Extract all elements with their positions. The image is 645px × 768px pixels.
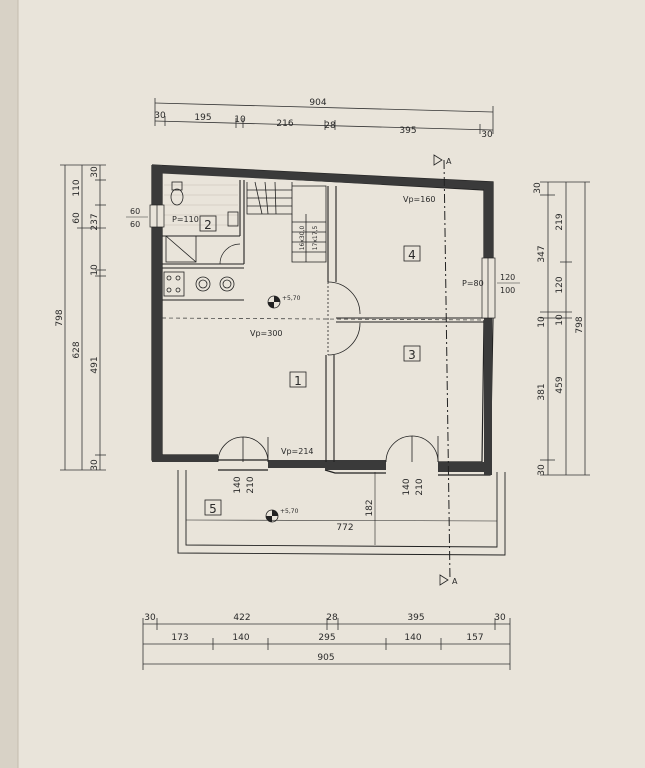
bottom-dim-140b: 140 bbox=[404, 633, 421, 643]
right-dim-10: 10 bbox=[537, 316, 547, 328]
right-dim-120: 120 bbox=[555, 276, 565, 293]
bathroom-fixtures bbox=[165, 181, 239, 263]
room-5-number: 5 bbox=[209, 502, 217, 516]
left-dim-798: 798 bbox=[55, 309, 65, 326]
bottom-dim-395: 395 bbox=[407, 613, 424, 623]
bottom-dim-295: 295 bbox=[318, 633, 335, 643]
section-line bbox=[443, 159, 451, 581]
stairs-label-1: 16x30,0 bbox=[299, 226, 306, 251]
right-dim-10b: 10 bbox=[555, 314, 565, 326]
door-1-height: 210 bbox=[246, 476, 256, 493]
bottom-dim-28: 28 bbox=[326, 613, 338, 623]
level-marker-room-1 bbox=[267, 295, 281, 309]
right-dim-459: 459 bbox=[555, 376, 565, 393]
room-4-box bbox=[403, 245, 421, 262]
wall-fills bbox=[152, 165, 493, 475]
right-window-label-top: 120 bbox=[500, 273, 515, 282]
vp-160-label: Vp=160 bbox=[403, 195, 436, 204]
left-dim-30top: 30 bbox=[90, 166, 100, 178]
left-dim-491: 491 bbox=[90, 356, 100, 373]
right-dim-30bottom: 30 bbox=[537, 464, 547, 476]
bottom-dim-905: 905 bbox=[317, 653, 334, 663]
bottom-dim-173: 173 bbox=[171, 633, 188, 643]
bathroom-door-swing bbox=[219, 243, 241, 265]
stairs-label-2: 17x17,5 bbox=[312, 226, 319, 251]
entrance-door-room-1 bbox=[217, 436, 269, 463]
level-label-room-1: +5,70 bbox=[282, 295, 301, 302]
bottom-dim-157: 157 bbox=[466, 633, 483, 643]
windows bbox=[149, 204, 496, 319]
bottom-dim-422: 422 bbox=[233, 613, 250, 623]
room-5-box bbox=[204, 499, 222, 516]
top-dim-28: 28 bbox=[324, 121, 336, 131]
room-2-box bbox=[199, 215, 217, 232]
page-edge-shadow bbox=[0, 0, 18, 768]
right-dimension-chains bbox=[540, 181, 590, 476]
right-dim-30top: 30 bbox=[533, 182, 543, 194]
kitchen-fixtures bbox=[163, 271, 235, 297]
top-dim-30b: 30 bbox=[481, 130, 493, 140]
left-window-label-top: 60 bbox=[130, 207, 140, 216]
staircase bbox=[246, 181, 327, 263]
door-2-width: 140 bbox=[402, 478, 412, 495]
left-dimension-chains bbox=[60, 164, 106, 471]
interior-door-central bbox=[327, 281, 361, 356]
interior-partitions bbox=[162, 180, 484, 462]
level-label-terrace: +5,70 bbox=[280, 508, 299, 515]
right-dim-347: 347 bbox=[537, 245, 547, 262]
left-dim-10: 10 bbox=[90, 264, 100, 276]
top-dim-216: 216 bbox=[276, 119, 293, 129]
top-dim-10: 10 bbox=[234, 115, 246, 125]
vp-300-label: Vp=300 bbox=[250, 329, 283, 338]
room-4-window-label: P=80 bbox=[462, 279, 484, 288]
top-dim-30a: 30 bbox=[154, 111, 166, 121]
top-dim-195: 195 bbox=[194, 113, 211, 123]
right-dim-798: 798 bbox=[575, 316, 585, 333]
bottom-dim-30a: 30 bbox=[144, 613, 156, 623]
tile-hatch bbox=[164, 184, 238, 226]
terrace-depth-label: 182 bbox=[365, 499, 375, 516]
right-dim-381: 381 bbox=[537, 383, 547, 400]
room-2-number: 2 bbox=[204, 218, 212, 232]
left-dim-110: 110 bbox=[72, 179, 82, 196]
bottom-dim-140a: 140 bbox=[232, 633, 249, 643]
left-dim-237: 237 bbox=[90, 213, 100, 230]
top-total-dim: 904 bbox=[309, 98, 326, 108]
beam-dashed-line bbox=[161, 317, 485, 321]
left-dim-30bottom: 30 bbox=[90, 459, 100, 471]
terrace-outline bbox=[177, 470, 506, 556]
section-marker-bottom: A bbox=[439, 574, 458, 586]
door-2-height: 210 bbox=[415, 478, 425, 495]
room-1-box bbox=[289, 371, 307, 388]
svg-text:A: A bbox=[452, 577, 458, 586]
bottom-dim-30b: 30 bbox=[494, 613, 506, 623]
room-3-number: 3 bbox=[408, 348, 416, 362]
exterior-walls bbox=[151, 164, 494, 476]
top-dim-395: 395 bbox=[399, 126, 416, 136]
room-3-box bbox=[403, 345, 421, 362]
room-1-number: 1 bbox=[294, 374, 302, 388]
right-window-label-bottom: 100 bbox=[500, 286, 515, 295]
top-dimension-chain bbox=[154, 98, 494, 134]
left-dim-60: 60 bbox=[72, 212, 82, 224]
door-1-width: 140 bbox=[233, 476, 243, 493]
svg-text:A: A bbox=[446, 157, 452, 166]
section-marker-top: A bbox=[433, 154, 452, 166]
bath-window-label: P=110 bbox=[172, 215, 199, 224]
terrace-width-label: 772 bbox=[336, 523, 353, 533]
entrance-door-room-3 bbox=[385, 435, 439, 463]
bottom-dimension-chains bbox=[142, 618, 511, 670]
left-window-label-bottom: 60 bbox=[130, 220, 140, 229]
room-4-number: 4 bbox=[408, 248, 416, 262]
vp-214-label: Vp=214 bbox=[281, 447, 314, 456]
right-dim-219: 219 bbox=[555, 213, 565, 230]
left-dim-628: 628 bbox=[72, 341, 82, 358]
